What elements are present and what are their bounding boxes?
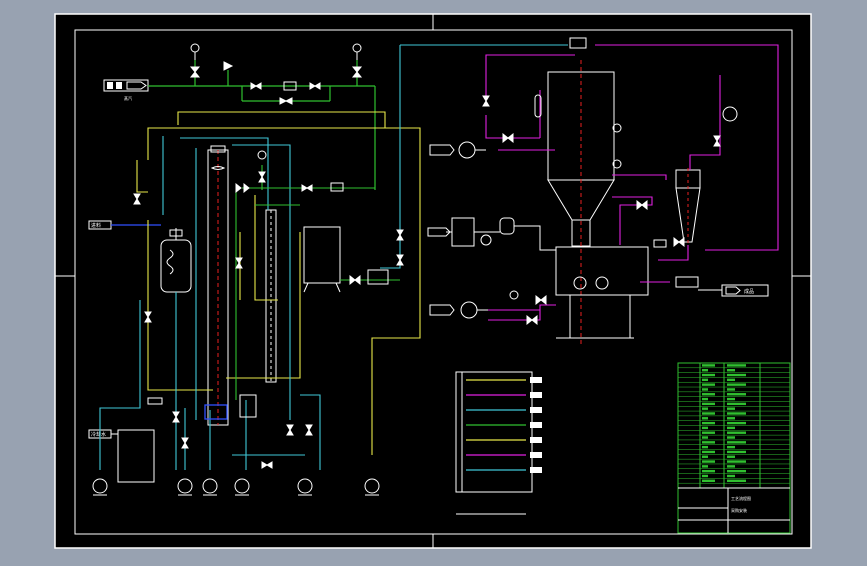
table-cell-text [702, 397, 708, 401]
table-cell-text [727, 469, 746, 473]
table-cell-text [702, 393, 715, 396]
product-outlet: 成品 [675, 276, 769, 297]
legend-label-glyph [530, 407, 542, 413]
legend-panel [455, 371, 542, 493]
cyclone [675, 168, 701, 245]
legend-label-glyph [530, 467, 542, 473]
parts-table: 工艺流程图 采购安装 [677, 362, 791, 534]
table-cell-text [727, 474, 735, 478]
table-cell-text [702, 373, 715, 377]
title-block-line2: 采购安装 [731, 507, 747, 513]
table-cell-text [727, 450, 746, 454]
table-cell-text [727, 426, 735, 430]
legend-label-glyph [530, 392, 542, 398]
title-block-line1: 工艺流程图 [731, 495, 751, 501]
table-cell-text [727, 479, 746, 482]
table-cell-text [702, 417, 708, 420]
feed-inlet-label: 进料 [91, 222, 101, 229]
table-cell-text [702, 407, 708, 410]
legend-label-glyph [530, 437, 542, 443]
table-cell-text [727, 441, 746, 444]
table-cell-text [702, 402, 715, 406]
table-cell-text [702, 364, 715, 367]
table-cell-text [727, 445, 735, 449]
fluid-bed [555, 246, 649, 339]
table-cell-text [702, 441, 715, 444]
table-cell-text [727, 431, 746, 434]
condenser-tank [303, 226, 341, 293]
table-cell-text [727, 460, 746, 463]
table-cell-text [702, 431, 715, 434]
pressure-gauges-top [190, 43, 362, 60]
table-cell-text [727, 369, 735, 372]
evaporator-column [207, 145, 229, 426]
table-cell-text [727, 465, 735, 468]
table-cell-text [727, 388, 735, 391]
table-cell-text [727, 421, 746, 425]
table-cell-text [702, 388, 708, 391]
table-cell-text [727, 455, 735, 458]
table-cell-text [702, 436, 708, 439]
table-cell-text [702, 369, 708, 372]
table-cell-text [702, 479, 715, 482]
table-cell-text [727, 397, 735, 401]
table-cell-text [702, 412, 715, 415]
table-cell-text [702, 460, 715, 463]
table-cell-text [727, 364, 746, 367]
magenta-pipes [485, 44, 779, 321]
table-cell-text [702, 426, 708, 430]
legend-label-glyph [530, 452, 542, 458]
border-ticks [55, 14, 811, 548]
table-cell-text [727, 373, 746, 377]
spray-dryer [547, 37, 615, 345]
table-cell-text [702, 383, 715, 386]
table-cell-text [727, 402, 746, 406]
legend-label-glyph [530, 377, 542, 383]
table-cell-text [702, 378, 708, 382]
table-cell-text [702, 450, 715, 454]
separator-column [265, 209, 277, 383]
header-valves [189, 61, 363, 105]
table-cell-text [727, 417, 735, 420]
cyan-pipes [99, 44, 568, 470]
table-cell-text [702, 421, 715, 425]
table-cell-text [702, 474, 708, 478]
heater-lines [446, 149, 556, 311]
table-cell-text [702, 445, 708, 449]
table-cell-text [702, 469, 715, 473]
steam-inlet-label: 蒸汽 [124, 95, 132, 101]
table-cell-text [727, 393, 746, 396]
yellow-pipes [136, 111, 421, 455]
table-cell-text [727, 383, 746, 386]
table-cell-text [727, 407, 735, 410]
feed-inlet-box: 进料 [88, 220, 161, 230]
table-cell-text [727, 412, 746, 415]
pumps-left [92, 478, 380, 496]
table-cell-text [727, 378, 735, 382]
water-inlet-label: 冷却水 [91, 431, 106, 438]
blue-pipes [204, 404, 228, 420]
table-cell-text [727, 436, 735, 439]
product-out-label: 成品 [744, 288, 754, 295]
legend-label-glyph [530, 422, 542, 428]
table-cell-text [702, 465, 708, 468]
valves-left [133, 150, 404, 469]
valves-right [482, 94, 738, 326]
table-cell-text [702, 455, 708, 458]
